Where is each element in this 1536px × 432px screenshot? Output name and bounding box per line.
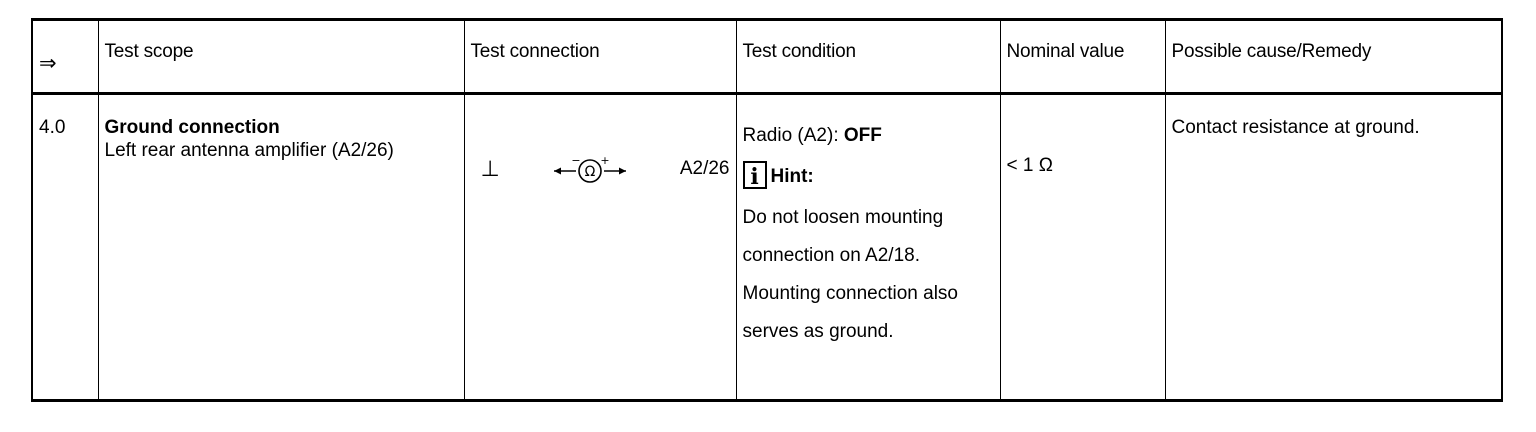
test-procedure-table: ⇒ Test scope Test connection Test condit… [31, 18, 1503, 402]
test-procedure-table-wrapper: ⇒ Test scope Test connection Test condit… [31, 18, 1503, 402]
header-nominal-value: Nominal value [999, 19, 1166, 95]
hint-row: i Hint: [742, 161, 994, 190]
nominal-value-cell: < 1 Ω [999, 93, 1166, 401]
ohmmeter-icon: Ω − + [553, 155, 626, 183]
hint-line: Do not loosen mounting [742, 207, 944, 228]
test-scope-cell: Ground connection Left rear antenna ampl… [97, 93, 465, 401]
table-row: 4.0 Ground connection Left rear antenna … [31, 93, 1503, 401]
nominal-value: < 1 Ω [1006, 155, 1053, 176]
test-condition-cell: Radio (A2): OFF i Hint: Do not loosen mo… [735, 93, 1001, 401]
possible-cause: Contact resistance at ground. [1171, 117, 1420, 138]
hint-label: Hint: [770, 166, 814, 188]
ohm-plus: + [600, 155, 609, 167]
connection-row: ⊥ Ω − + A2/26 [471, 155, 730, 183]
scope-detail: Left rear antenna amplifier (A2/26) [104, 139, 394, 161]
header-test-condition: Test condition [735, 19, 1001, 95]
header-test-connection: Test connection [463, 19, 737, 95]
radio-state: OFF [843, 125, 882, 146]
step-number: 4.0 [31, 93, 99, 401]
radio-condition: Radio (A2): OFF [743, 117, 994, 155]
hint-line: Mounting connection also [742, 283, 958, 304]
hint-line: serves as ground. [742, 321, 894, 342]
header-possible-cause: Possible cause/Remedy [1164, 19, 1503, 95]
scope-title: Ground connection [104, 117, 280, 138]
table-header-row: ⇒ Test scope Test connection Test condit… [31, 19, 1503, 95]
header-test-scope: Test scope [97, 19, 465, 95]
hint-line: connection on A2/18. [742, 245, 920, 266]
ohm-minus: − [571, 155, 580, 167]
info-icon: i [742, 161, 767, 190]
header-arrow: ⇒ [31, 19, 99, 95]
radio-label: Radio (A2): [742, 125, 839, 146]
connection-target: A2/26 [679, 157, 730, 179]
possible-cause-cell: Contact resistance at ground. [1164, 93, 1503, 401]
test-connection-cell: ⊥ Ω − + A2/26 [463, 93, 737, 401]
ohm-symbol: Ω [584, 164, 595, 180]
ground-symbol-icon: ⊥ [480, 155, 500, 181]
